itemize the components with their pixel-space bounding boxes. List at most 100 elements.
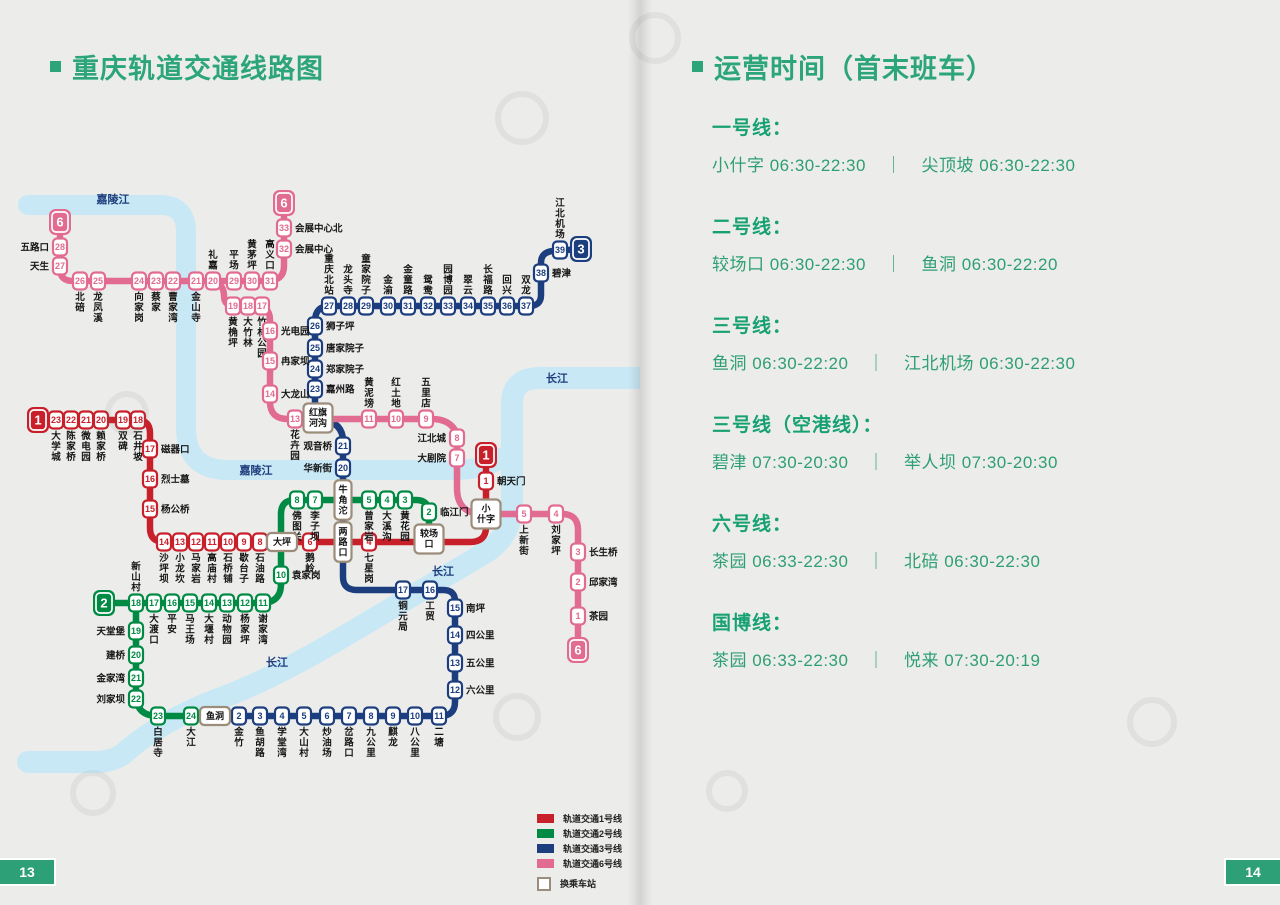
station-number: 23 xyxy=(151,276,161,286)
first-train-times: 茶园 06:33-22:30 xyxy=(712,651,849,670)
legend-label: 换乘车站 xyxy=(560,879,597,889)
line-number-badge xyxy=(93,590,115,616)
station-label: 六公里 xyxy=(466,684,495,696)
legend-label: 轨道交通6号线 xyxy=(563,859,623,869)
interchange-小什字: 小什字 xyxy=(470,498,502,530)
station-badge xyxy=(163,593,181,613)
station-label: 石井坡 xyxy=(132,431,143,463)
station-label: 马家岩 xyxy=(190,553,201,585)
station-number: 7 xyxy=(454,453,459,463)
title-bullet-icon xyxy=(692,61,703,72)
first-train-times: 茶园 06:33-22:30 xyxy=(712,552,849,571)
station-line3: 31 xyxy=(399,296,417,316)
station-badge xyxy=(357,296,375,316)
last-train-times: 江北机场 06:30-22:30 xyxy=(903,354,1076,373)
station-number: 20 xyxy=(96,415,106,425)
station-number: 5 xyxy=(301,711,306,721)
station-badge xyxy=(379,296,397,316)
station-number: 24 xyxy=(186,711,196,721)
station-label: 马王场 xyxy=(185,614,195,646)
line-number-text: 6 xyxy=(56,214,63,229)
station-badge xyxy=(306,490,324,510)
schedule-section: 三号线（空港线）：碧津 07:30-20:30｜举人坝 07:30-20:30 xyxy=(712,410,1075,473)
station-label: 杨家坪 xyxy=(240,613,250,646)
line-number-badge-line6 xyxy=(49,209,71,235)
station-label: 黄花园 xyxy=(400,510,410,543)
station-number: 16 xyxy=(145,474,155,484)
station-line2: 23 xyxy=(149,706,167,726)
station-number: 8 xyxy=(257,537,262,547)
station-line3: 30 xyxy=(379,296,397,316)
line-number-badge-ring xyxy=(572,238,590,260)
last-train-times: 北碚 06:30-22:30 xyxy=(903,552,1041,571)
station-badge xyxy=(384,706,402,726)
station-badge xyxy=(551,240,569,260)
station-line2: 24 xyxy=(182,706,200,726)
station-line3: 5 xyxy=(295,706,313,726)
station-badge xyxy=(141,499,159,519)
station-number: 11 xyxy=(258,598,268,608)
station-line3: 16 xyxy=(421,580,439,600)
station-badge xyxy=(569,606,587,626)
station-label: 陈家桥 xyxy=(66,430,76,463)
station-badge xyxy=(236,593,254,613)
station-badge xyxy=(360,532,378,552)
station-label: 碧津 xyxy=(551,267,572,279)
schedule-section: 二号线：较场口 06:30-22:30｜鱼洞 06:30-22:20 xyxy=(712,212,1075,275)
line-number-badge xyxy=(27,407,49,433)
station-number: 4 xyxy=(553,509,558,519)
station-badge xyxy=(275,218,293,238)
interchange-两路口 xyxy=(333,521,353,563)
first-train-times: 鱼洞 06:30-22:20 xyxy=(712,354,849,373)
station-number: 17 xyxy=(257,301,267,311)
legend-label: 轨道交通1号线 xyxy=(563,814,623,824)
station-line6: 15 xyxy=(261,351,279,371)
station-line3: 13 xyxy=(446,653,464,673)
station-label: 金家湾 xyxy=(95,672,125,684)
legend-item: 换乘车站 xyxy=(537,876,622,891)
station-number: 26 xyxy=(75,276,85,286)
station-label: 天堂堡 xyxy=(96,625,125,637)
station-line3: 14 xyxy=(446,625,464,645)
station-line3: 34 xyxy=(459,296,477,316)
station-number: 19 xyxy=(131,626,141,636)
station-line3: 17 xyxy=(394,580,412,600)
station-label: 会展中心 xyxy=(295,243,334,255)
station-number: 23 xyxy=(310,384,320,394)
station-number: 24 xyxy=(134,276,144,286)
station-label: 麒龙 xyxy=(387,726,398,749)
station-line3: 15 xyxy=(446,598,464,618)
station-label: 华新街 xyxy=(303,462,332,474)
station-line6: 8 xyxy=(448,428,466,448)
station-label: 礼嘉 xyxy=(207,249,218,272)
map-legend: 轨道交通1号线轨道交通2号线轨道交通3号线轨道交通6号线换乘车站 xyxy=(537,811,622,891)
station-badge xyxy=(334,436,352,456)
station-number: 15 xyxy=(450,603,460,613)
station-number: 17 xyxy=(145,444,155,454)
station-number: 31 xyxy=(265,276,275,286)
station-badge xyxy=(569,572,587,592)
station-line1: 17 xyxy=(141,439,159,459)
station-line1: 22 xyxy=(62,410,80,430)
station-line1: 1 xyxy=(477,471,495,491)
station-badge xyxy=(477,471,495,491)
station-label: 花卉园 xyxy=(290,429,300,462)
station-label: 曹家湾 xyxy=(168,291,178,324)
separator: ｜ xyxy=(867,552,885,571)
station-badge xyxy=(334,458,352,478)
interchange-牛角沱 xyxy=(333,479,353,521)
station-line2: 18 xyxy=(127,593,145,613)
station-label: 天生 xyxy=(30,260,50,272)
interchange-badge xyxy=(413,523,445,555)
station-badge xyxy=(446,625,464,645)
station-label: 冉家坝 xyxy=(281,355,310,367)
station-label: 高庙村 xyxy=(207,552,217,585)
station-label: 九公里 xyxy=(365,726,376,759)
station-number: 35 xyxy=(483,301,493,311)
station-line3: 23 xyxy=(306,379,324,399)
station-label: 五里店 xyxy=(421,378,431,410)
station-line6: 16 xyxy=(261,321,279,341)
station-label: 二塘 xyxy=(434,727,444,749)
line-number-badge-ring xyxy=(275,192,293,214)
